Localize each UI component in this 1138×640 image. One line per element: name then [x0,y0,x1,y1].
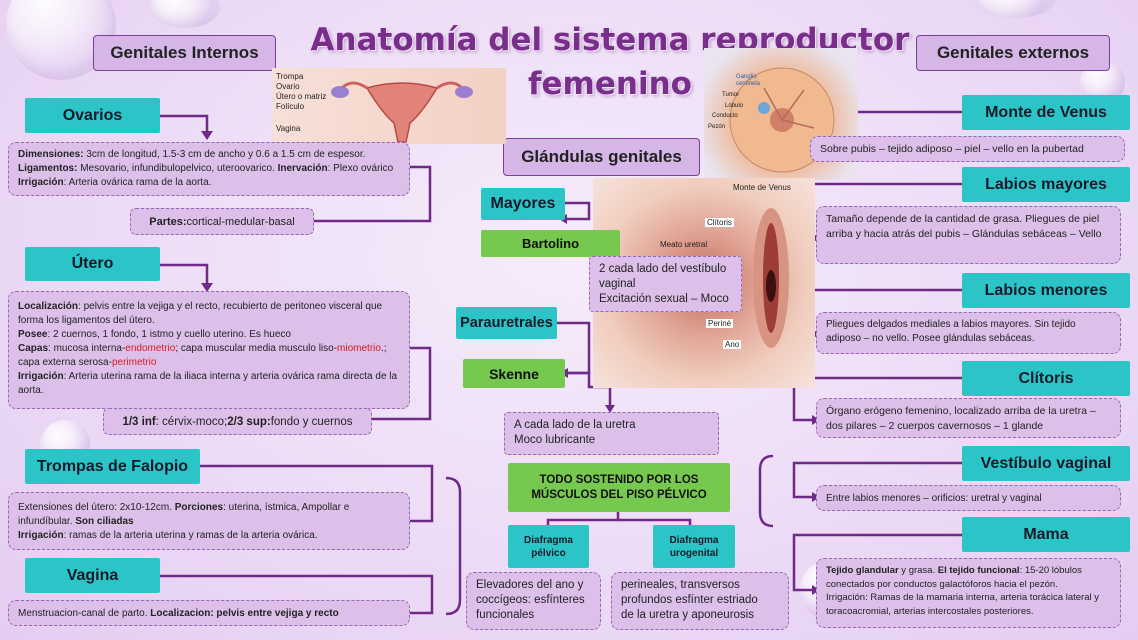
uterus-icon [331,81,473,143]
card-mama: Tejido glandular y grasa. El tejido func… [816,558,1121,628]
uterus-label: Ovario [276,82,300,91]
header-glandulas-genitales: Glándulas genitales [503,138,700,176]
breast-icon [729,67,835,173]
card-bartolino: 2 cada lado del vestíbulo vaginal Excita… [589,256,742,312]
label-monte-venus: Monte de Venus [962,95,1130,130]
vulva-icon [753,208,789,348]
label-glandulas-mayores: Mayores [481,188,565,220]
card-labios-mayores: Tamaño depende de la cantidad de grasa. … [816,206,1121,264]
card-trompas: Extensiones del útero: 2x10-12cm. Porcio… [8,492,410,550]
breast-label: Tumor [722,92,740,98]
uterus-illustration [272,68,506,144]
card-vagina: Menstruacion-canal de parto. Localizacio… [8,600,410,626]
label-vestibulo-vaginal: Vestíbulo vaginal [962,446,1130,481]
card-utero: Localización: pelvis entre la vejiga y e… [8,291,410,409]
breast-label: Ganglio [736,74,757,80]
card-labios-menores: Pliegues delgados mediales a labios mayo… [816,312,1121,354]
vulva-label: Clítoris [705,218,734,227]
breast-label: Conducto [712,113,738,119]
label-ovarios: Ovarios [25,98,160,133]
card-utero-partes: 1/3 inf: cérvix-moco; 2/3 sup: fondo y c… [103,408,372,435]
uterus-label: Folículo [276,102,305,111]
breast-label: centinela [736,81,761,87]
label-diafragma-urogenital: Diafragma urogenital [653,525,735,568]
vulva-label: Periné [706,319,734,328]
breast-label: Pezón [708,124,726,130]
header-genitales-internos: Genitales Internos [93,35,276,71]
label-mama: Mama [962,517,1130,552]
card-vestibulo-vaginal: Entre labios menores – orificios: uretra… [816,485,1121,511]
card-clitoris: Órgano erógeno femenino, localizado arri… [816,398,1121,438]
card-ovarios-partes: Partes: cortical-medular-basal [130,208,314,235]
label-piso-pelvico: TODO SOSTENIDO POR LOS MÚSCULOS DEL PISO… [508,463,730,512]
card-skenne: A cada lado de la uretra Moco lubricante [504,412,719,455]
breast-label: Lóbulo [725,103,744,109]
card-diafragma-pelvico: Elevadores del ano y coccígeos: esfínter… [466,572,601,630]
vulva-label: Meato uretral [660,240,708,249]
uterus-label: Útero o matriz [276,92,327,101]
label-vagina: Vagina [25,558,160,593]
label-labios-mayores: Labios mayores [962,167,1130,202]
card-monte-venus: Sobre pubis – tejido adiposo – piel – ve… [810,136,1125,162]
card-diafragma-urogenital: perineales, transversos profundos esfínt… [611,572,789,630]
vulva-label: Monte de Venus [733,183,791,192]
label-diafragma-pelvico: Diafragma pélvico [508,525,589,568]
bubble-decoration [975,0,1055,18]
uterus-label: Vagina [276,124,301,133]
card-ovarios: Dimensiones: 3cm de longitud, 1.5-3 cm d… [8,142,410,196]
label-skenne: Skenne [463,359,565,388]
header-genitales-externos: Genitales externos [916,35,1110,71]
label-clitoris: Clítoris [962,361,1130,396]
label-labios-menores: Labios menores [962,273,1130,308]
label-trompas: Trompas de Falopio [25,449,200,484]
label-bartolino: Bartolino [481,230,620,257]
label-parauretrales: Parauretrales [456,307,557,339]
uterus-label: Trompa [276,72,304,81]
label-utero: Útero [25,247,160,281]
breast-illustration [704,48,858,180]
vulva-label: Ano [723,340,742,349]
